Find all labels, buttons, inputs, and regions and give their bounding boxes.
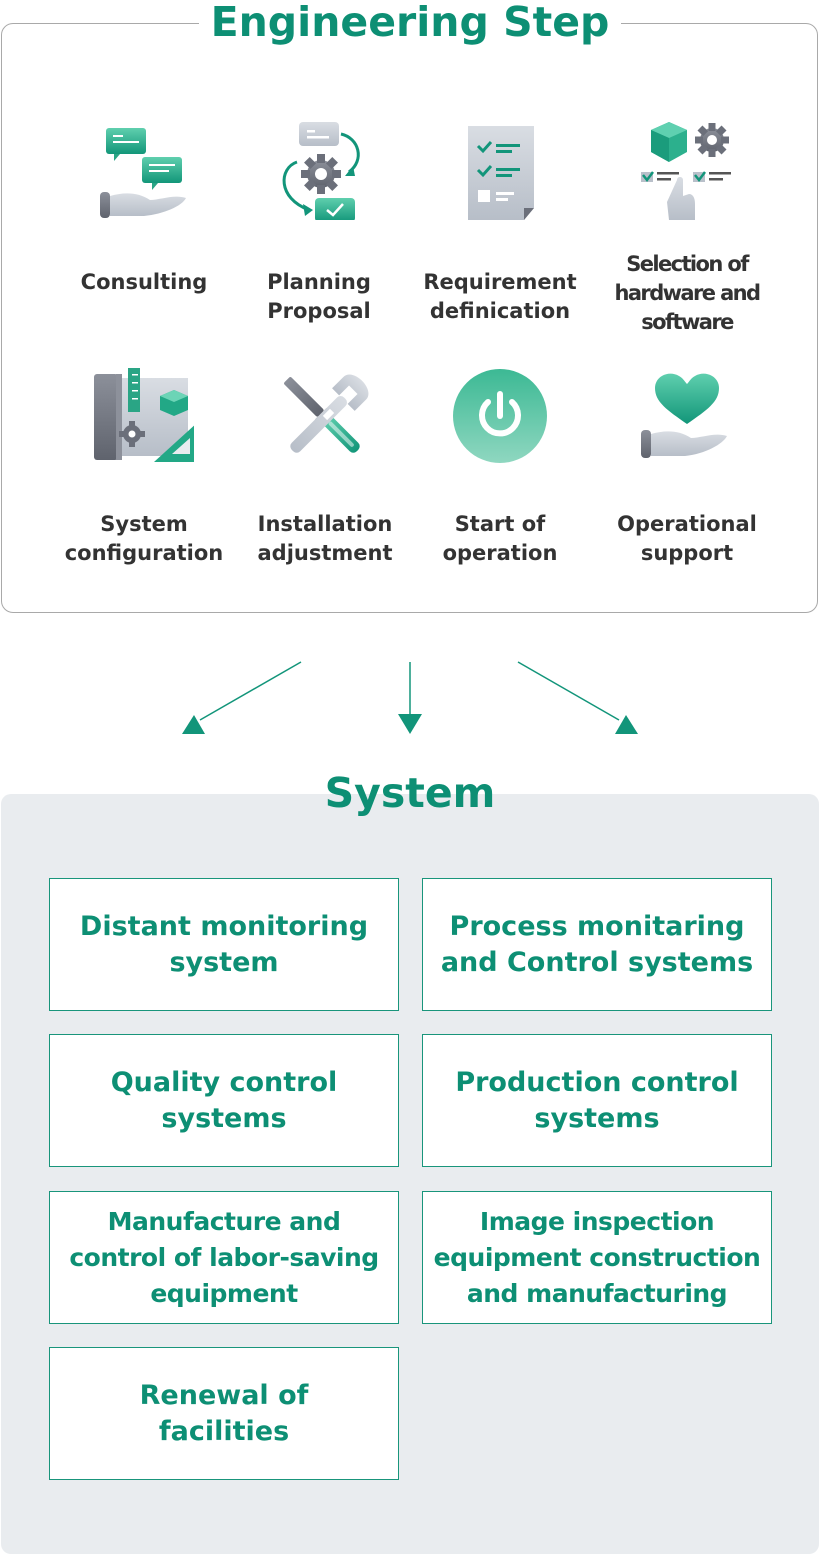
step-label: Selection of hardware and software [614,252,762,334]
engineering-step-title-wrap: Engineering Step [0,0,820,46]
engineering-step-title: Engineering Step [198,0,622,46]
system-title: System [324,769,496,817]
system-item-image-inspection-equipment: Image inspection equipment construction … [422,1191,772,1324]
step-label: Consulting [80,270,208,294]
flow-arrows [182,661,638,734]
arrow-left [182,661,302,734]
planning-cycle-gear-icon [282,122,360,220]
system-item-process-monitoring-control: Process monitaring and Control systems [422,878,772,1011]
consulting-chat-hand-icon [100,128,186,218]
system-item-label: Quality control systems [110,1066,338,1134]
step-label: Operational support [617,512,757,565]
power-button-icon [453,369,547,463]
step-label: Installation adjustment [257,512,393,565]
system-item-renewal-of-facilities: Renewal of facilities [49,1347,399,1480]
step-label: Start of operation [442,512,558,565]
wrench-screwdriver-icon [284,374,369,453]
system-item-label: Manufacture and control of labor-saving … [69,1206,379,1308]
system-item-production-control: Production control systems [422,1034,772,1167]
step-label: Requirement definication [423,270,577,323]
system-blueprint-icon [94,368,194,462]
system-item-label: Production control systems [455,1066,739,1134]
system-item-quality-control: Quality control systems [49,1034,399,1167]
system-item-label: Renewal of facilities [139,1379,309,1447]
system-item-label: Image inspection equipment construction … [433,1206,761,1308]
system-item-distant-monitoring: Distant monitoring system [49,878,399,1011]
arrow-right [517,661,638,734]
requirement-checklist-icon [468,126,534,220]
system-item-labor-saving-equipment: Manufacture and control of labor-saving … [49,1191,399,1324]
system-item-label: Distant monitoring system [79,910,369,978]
system-item-label: Process monitaring and Control systems [440,910,754,978]
heart-hand-icon [641,373,727,458]
step-label: System configuration [64,512,224,565]
hardware-software-selection-icon [641,122,731,220]
arrow-center [398,662,422,734]
step-label: Planning Proposal [267,270,371,323]
